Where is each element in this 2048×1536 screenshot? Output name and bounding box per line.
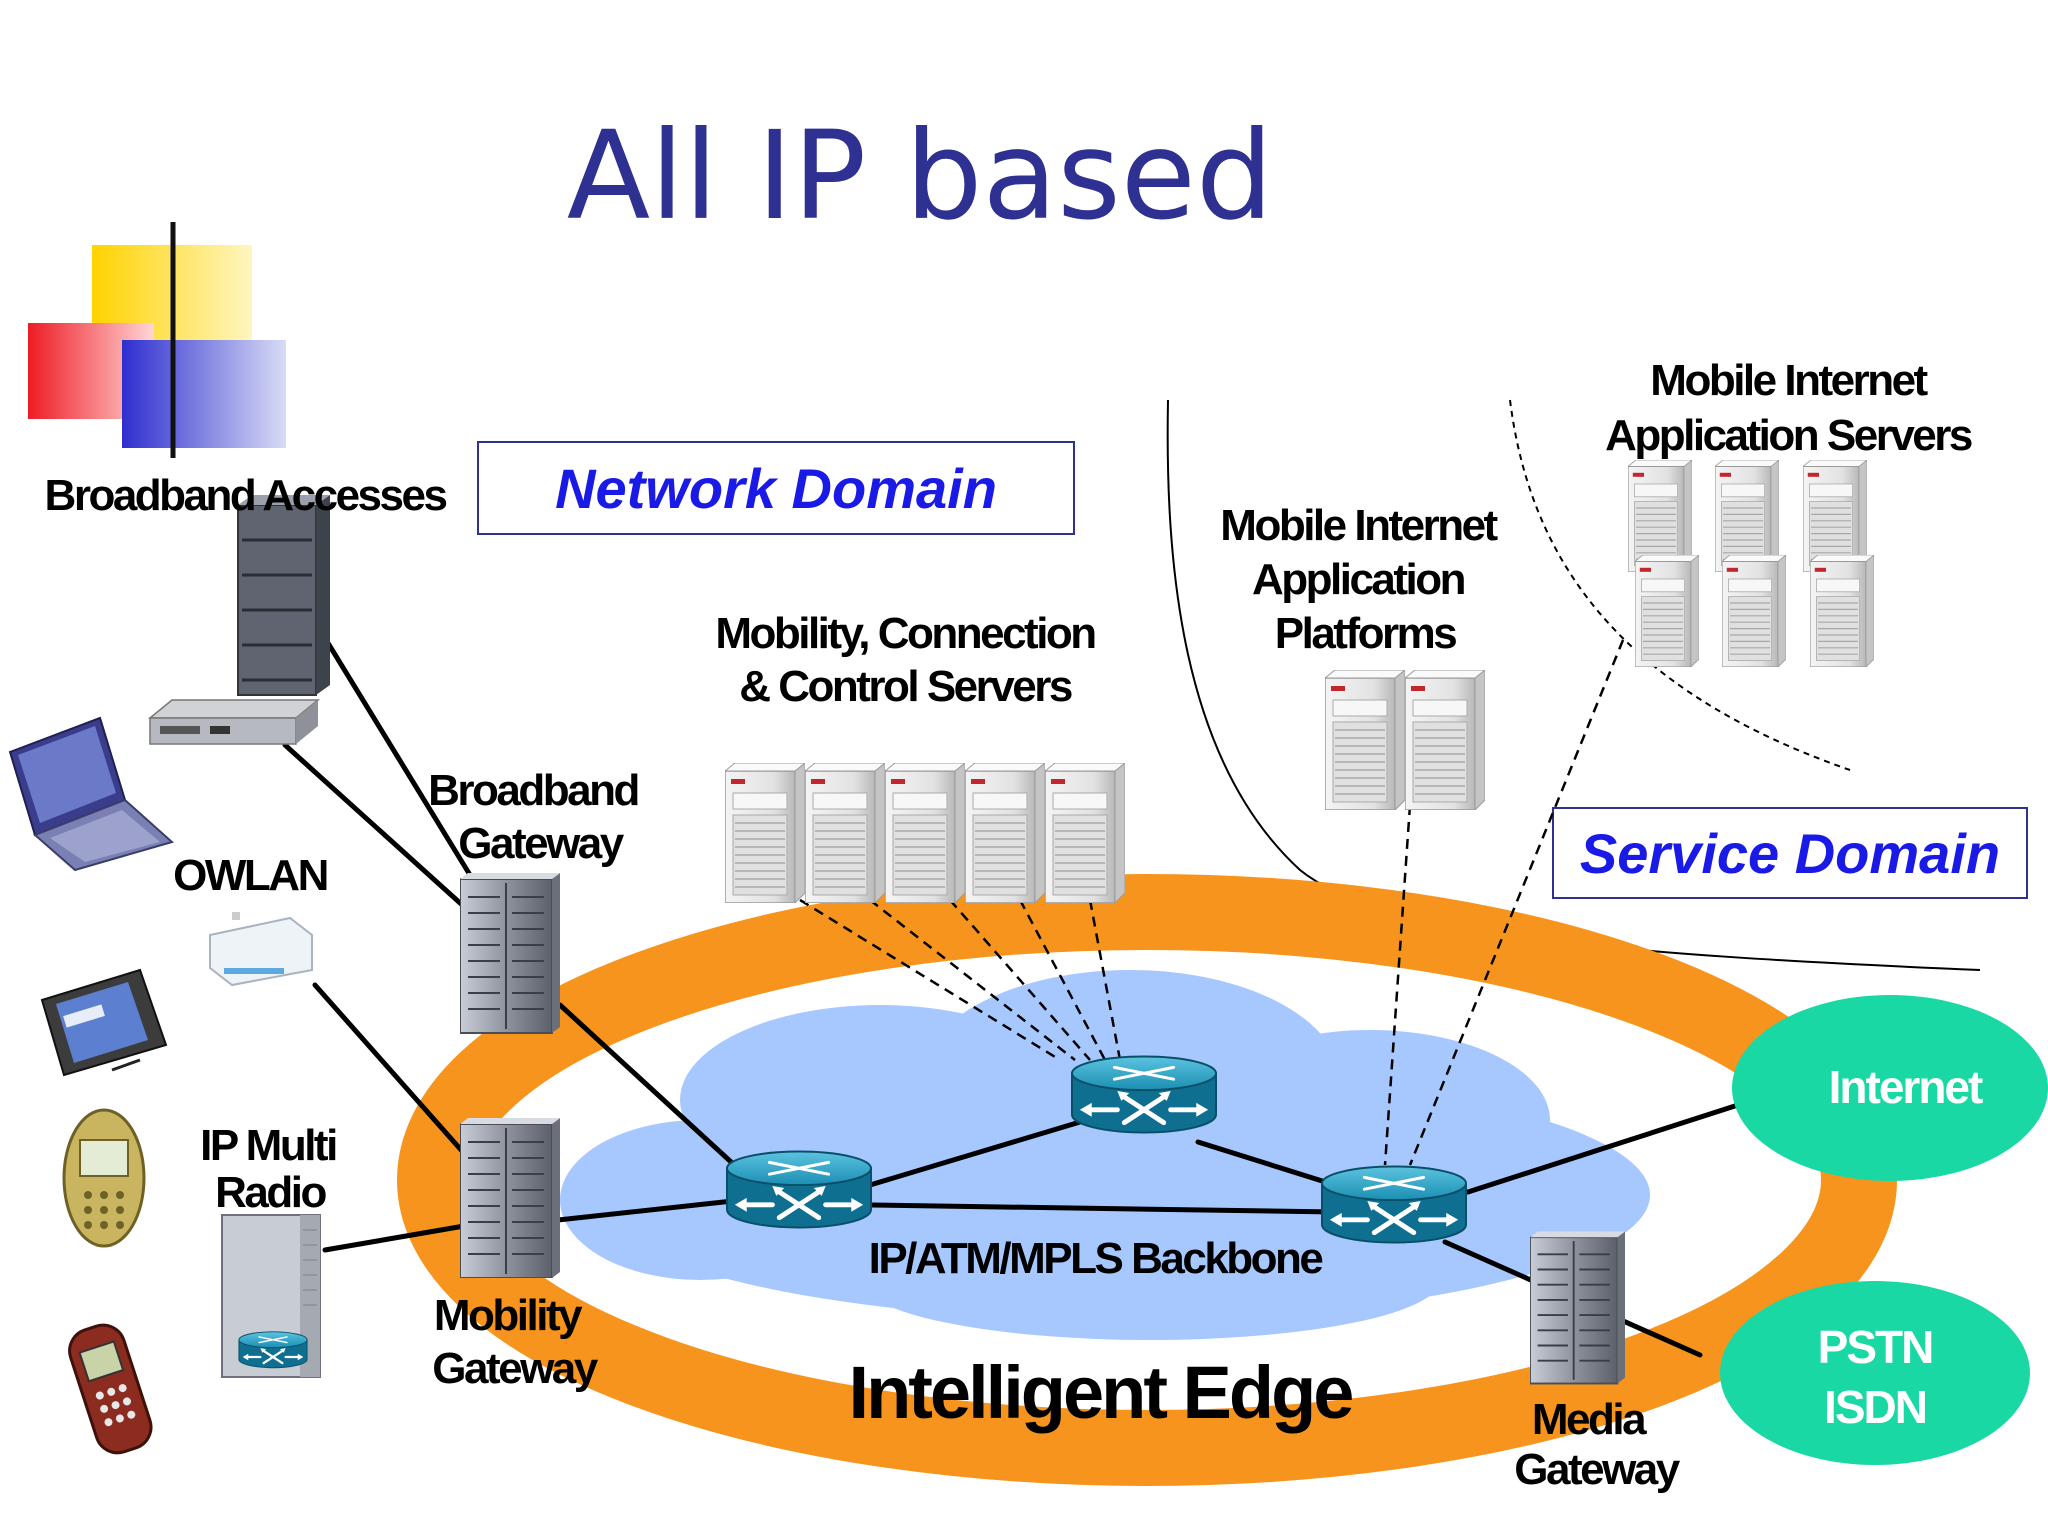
network-domain-box: Network Domain <box>477 441 1075 535</box>
media-gateway-label-line2: Gateway <box>1514 1445 1681 1494</box>
slide-title: All IP based <box>567 105 1274 247</box>
service-domain-label: Service Domain <box>1580 822 2000 885</box>
service-domain-box: Service Domain <box>1552 807 2028 899</box>
intelligent-edge-label: Intelligent Edge <box>849 1351 1353 1434</box>
intelligent-edge-ring <box>397 874 1897 1486</box>
broadband-gateway-icon <box>460 871 560 1035</box>
control-links <box>799 639 1625 1166</box>
control-servers-label-line2: & Control Servers <box>739 662 1072 711</box>
router-icon <box>238 1330 308 1369</box>
pstn-label: PSTN <box>1818 1321 1933 1373</box>
internet-cloud: Internet <box>1732 995 2048 1181</box>
header-decoration <box>28 222 1955 458</box>
mobility-gateway-label-line1: Mobility <box>434 1291 583 1340</box>
media-gateway-icon <box>1530 1230 1625 1385</box>
pstn-isdn-cloud: PSTN ISDN <box>1720 1281 2030 1465</box>
broadband-access-switch <box>147 699 321 745</box>
app-platforms-label-line2: Application <box>1252 555 1465 604</box>
service-domain-boundary <box>1166 399 1981 971</box>
server-icon <box>1722 555 1786 667</box>
application-platforms <box>1325 670 1485 810</box>
application-servers <box>1628 460 1874 667</box>
internet-label: Internet <box>1829 1061 1983 1113</box>
ip-multi-radio-icon <box>221 1214 321 1378</box>
app-server-boundary <box>1509 399 1851 771</box>
router-icon <box>1072 1057 1216 1133</box>
media-gateway-label-line1: Media <box>1532 1395 1647 1444</box>
ip-multi-radio-label-line1: IP Multi <box>200 1121 336 1170</box>
backbone-cloud <box>560 970 1650 1340</box>
mobility-gateway-label-line2: Gateway <box>432 1344 599 1393</box>
router-icon <box>727 1152 871 1228</box>
broadband-access-rack <box>237 495 330 696</box>
server-icon <box>1810 555 1874 667</box>
server-icon <box>1045 763 1125 903</box>
broadband-accesses-label: Broadband Accesses <box>45 471 447 520</box>
broadband-gateway-label-line2: Gateway <box>458 819 625 868</box>
server-icon <box>805 763 885 903</box>
server-icon <box>1635 555 1699 667</box>
server-icon <box>1325 670 1405 810</box>
mobile-phone-icon <box>68 1323 153 1455</box>
server-icon <box>885 763 965 903</box>
app-servers-label-line2: Application Servers <box>1605 411 1972 460</box>
broadband-gateway-label-line1: Broadband <box>428 766 638 815</box>
router-icon <box>1322 1167 1466 1243</box>
control-servers <box>725 763 1125 903</box>
laptop-icon <box>8 716 175 872</box>
backbone-label: IP/ATM/MPLS Backbone <box>869 1234 1323 1283</box>
app-platforms-label-line1: Mobile Internet <box>1220 501 1498 550</box>
control-servers-label-line1: Mobility, Connection <box>715 609 1095 658</box>
multimode-phone-icon <box>62 1108 146 1248</box>
server-icon <box>965 763 1045 903</box>
app-platforms-label-line3: Platforms <box>1275 609 1456 658</box>
wlan-access-point-icon <box>209 912 313 987</box>
mobility-gateway-icon <box>460 1118 560 1278</box>
ip-multi-radio-label-line2: Radio <box>215 1168 326 1217</box>
server-icon <box>1405 670 1485 810</box>
pda-icon <box>40 968 168 1077</box>
server-icon <box>725 763 805 903</box>
owlan-label: OWLAN <box>173 851 327 900</box>
network-domain-label: Network Domain <box>555 457 997 520</box>
app-servers-label-line1: Mobile Internet <box>1650 356 1928 405</box>
isdn-label: ISDN <box>1824 1381 1926 1433</box>
